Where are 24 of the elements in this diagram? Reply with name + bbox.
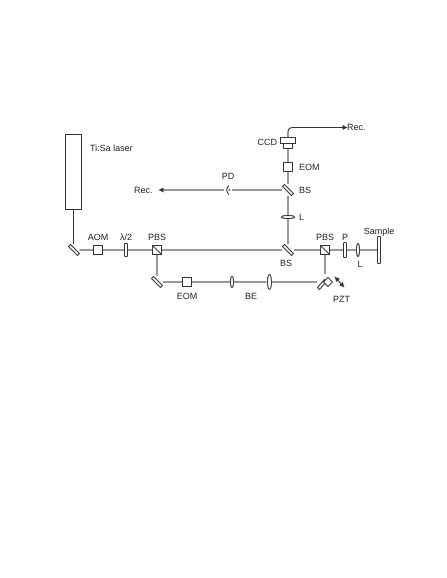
component-label: AOM	[88, 232, 108, 243]
component-label: BS	[280, 258, 292, 269]
component-label: EOM	[299, 162, 320, 173]
component-label: EOM	[176, 291, 198, 302]
component-label: Ti:Sa laser	[90, 143, 133, 154]
component-label: PZT	[333, 294, 350, 305]
component-label: L	[299, 212, 304, 223]
component-label: P	[342, 232, 348, 243]
component-label: PBS	[148, 232, 166, 243]
beam-line	[156, 254, 158, 276]
component-label: CCD	[258, 137, 277, 148]
component-label: λ/2	[120, 232, 132, 243]
output-label: Rec.	[347, 122, 366, 133]
output-label: Rec.	[134, 185, 153, 196]
signal-arrow	[288, 125, 348, 138]
beam-line	[73, 210, 74, 244]
component-label: BS	[299, 185, 312, 196]
component-label: Sample	[364, 226, 394, 237]
component-label: PD	[222, 171, 234, 182]
component-label: L	[358, 259, 362, 270]
beam-line	[324, 254, 326, 274]
component-label: PBS	[316, 232, 334, 243]
signal-arrow	[158, 188, 224, 192]
component-label: BE	[245, 291, 257, 302]
